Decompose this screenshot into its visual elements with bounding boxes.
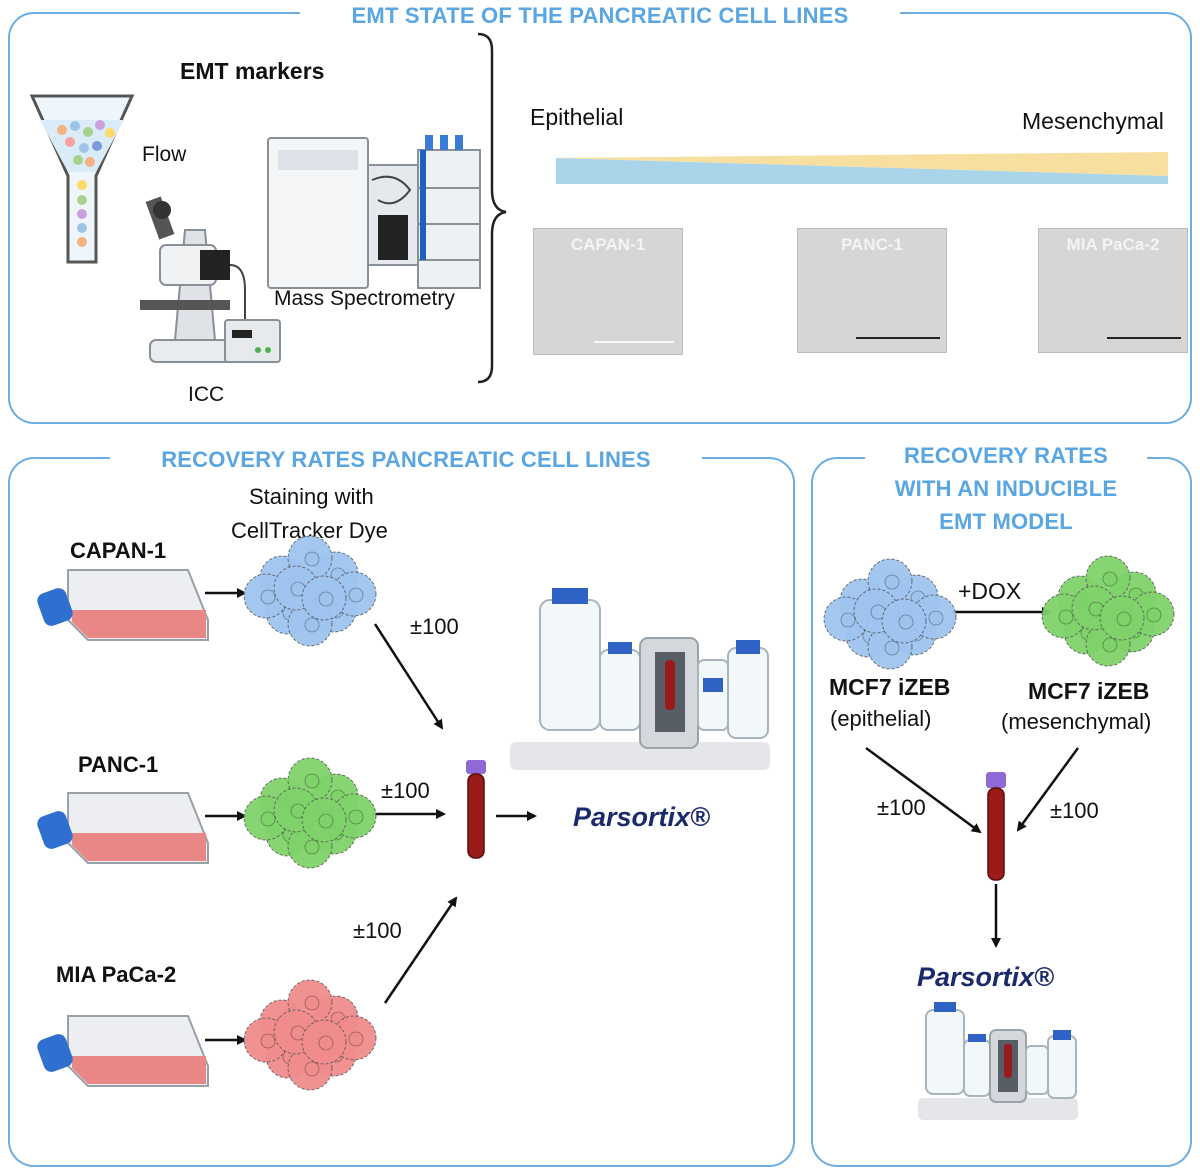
blood-tube-icon-right [986, 772, 1006, 881]
micrograph-mia-paca-2: MIA PaCa-2 [1038, 228, 1188, 353]
micrograph-panc-1: PANC-1 [797, 228, 947, 353]
panel-title-emt-state: EMT STATE OF THE PANCREATIC CELL LINES [300, 0, 900, 32]
micrograph-label: CAPAN-1 [570, 235, 646, 254]
arrow-epi-to-tube [865, 746, 982, 834]
mcf7-mesenchymal-state: (mesenchymal) [1001, 709, 1152, 734]
panel-title-recovery-pancreatic: RECOVERY RATES PANCREATIC CELL LINES [110, 444, 702, 476]
count-mcf7-mesenchymal: ±100 [1050, 798, 1099, 823]
micrograph-capan-1: CAPAN-1 [533, 228, 683, 355]
emt-markers-heading: EMT markers [180, 58, 325, 84]
parsortix-label-left: Parsortix® [573, 802, 710, 832]
parsortix-label-right: Parsortix® [917, 962, 1054, 992]
panel-title-inducible-line2: WITH AN INDUCIBLE [855, 473, 1157, 505]
flow-label: Flow [142, 143, 187, 166]
count-panc-1: ±100 [381, 778, 430, 803]
count-mia-paca-2: ±100 [353, 918, 402, 943]
cell-cluster-mcf7-epithelial [823, 558, 957, 670]
cell-cluster-capan-1 [243, 535, 377, 647]
cell-culture-flask-icon [37, 792, 209, 864]
mcf7-mesenchymal-name: MCF7 iZEB [1028, 678, 1150, 704]
panel-title-inducible-line3: EMT MODEL [915, 506, 1097, 538]
panel-title-inducible-line1: RECOVERY RATES [865, 440, 1147, 472]
arrow-mia-to-tube [383, 896, 458, 1004]
mcf7-epithelial-state: (epithelial) [830, 706, 932, 731]
epithelial-label: Epithelial [530, 104, 624, 130]
mesenchymal-gradient-wedge [556, 152, 1168, 176]
flow-funnel-icon [29, 94, 135, 264]
microscope-icon [140, 196, 281, 363]
cell-cluster-mcf7-mesenchymal [1041, 555, 1175, 667]
staining-label-line1: Staining with [249, 484, 374, 509]
cell-cluster-mia-paca-2 [243, 979, 377, 1091]
mesenchymal-label: Mesenchymal [1022, 108, 1164, 134]
staining-label-line2: CellTracker Dye [231, 518, 388, 543]
curly-brace [477, 32, 507, 384]
count-mcf7-epithelial: ±100 [877, 795, 926, 820]
blood-tube-icon [466, 760, 486, 859]
micrograph-label: PANC-1 [840, 235, 904, 254]
cell-cluster-panc-1 [243, 757, 377, 869]
parsortix-device-large [510, 588, 770, 770]
cell-culture-flask-icon [37, 1015, 209, 1087]
cell-line-name-mia-paca-2: MIA PaCa-2 [56, 962, 177, 987]
icc-label: ICC [188, 383, 225, 406]
mass-spec-label: Mass Spectrometry [274, 287, 455, 310]
arrow-mes-to-tube [1016, 747, 1080, 832]
cell-culture-flask-icon [37, 569, 209, 641]
epithelial-gradient-wedge [556, 158, 1168, 184]
dox-label: +DOX [958, 578, 1022, 604]
micrograph-label: MIA PaCa-2 [1066, 235, 1160, 254]
parsortix-device-small [918, 1002, 1078, 1120]
mcf7-epithelial-name: MCF7 iZEB [829, 674, 951, 700]
arrow-capan-to-tube [373, 623, 444, 730]
cell-line-name-panc-1: PANC-1 [78, 752, 159, 777]
mass-spectrometer-icon [267, 135, 481, 289]
count-capan-1: ±100 [410, 614, 459, 639]
cell-line-name-capan-1: CAPAN-1 [70, 538, 167, 563]
